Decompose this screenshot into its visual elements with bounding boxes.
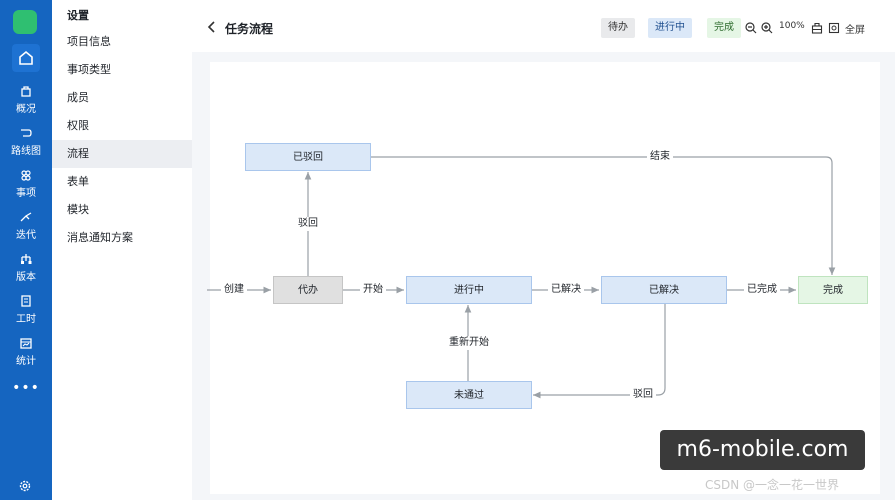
rail-item-roadmap[interactable]: 路线图 [0,126,52,157]
stats-icon [20,338,32,349]
app-rail: 概况 路线图 事项 迭代 版本 工时 统计 ••• [0,0,52,500]
sidebar-item-modules[interactable]: 模块 [67,203,89,216]
rail-item-label: 事项 [16,188,36,199]
edge-label-start: 开始 [360,283,386,297]
edge-label-create: 创建 [221,283,247,297]
layout-icon[interactable] [811,22,823,34]
timesheet-icon [21,295,31,307]
node-rejected[interactable]: 已驳回 [245,143,371,171]
sidebar-title: 设置 [67,9,89,22]
app-logo[interactable] [13,10,37,34]
edge-reject-down [533,304,666,399]
edge-label-end: 结束 [647,150,673,164]
more-menu-button[interactable]: ••• [12,380,40,396]
edge-label-reject-up: 驳回 [295,217,321,231]
node-resolved[interactable]: 已解决 [601,276,727,304]
watermark-csdn: CSDN @一念一花一世界 [705,478,840,492]
issue-icon [21,170,31,181]
zoom-in-icon[interactable] [761,22,773,34]
home-icon [19,50,33,65]
sidebar-item-workflow[interactable]: 流程 [52,140,192,168]
sidebar-item-forms[interactable]: 表单 [67,175,89,188]
sidebar-item-members[interactable]: 成员 [67,91,89,104]
edge-label-reject-down: 驳回 [630,388,656,402]
rail-item-overview[interactable]: 概况 [0,84,52,115]
sidebar-item-permissions[interactable]: 权限 [67,119,89,132]
page-title: 任务流程 [225,22,274,36]
legend-todo: 待办 [601,18,635,38]
fullscreen-button[interactable]: 全屏 [845,25,865,36]
legend-done: 完成 [707,18,741,38]
fullscreen-icon[interactable] [828,22,840,34]
rail-item-stats[interactable]: 统计 [0,336,52,367]
rail-item-version[interactable]: 版本 [0,252,52,283]
rail-item-label: 工时 [16,314,36,325]
edge-label-resolve: 已解决 [548,283,584,297]
sprint-icon [20,212,32,222]
rail-item-label: 迭代 [16,230,36,241]
dashboard-icon [21,86,31,97]
node-failed[interactable]: 未通过 [406,381,532,409]
version-icon [21,254,32,264]
zoom-out-icon[interactable] [745,22,757,34]
watermark-banner: m6-mobile.com [660,430,865,470]
roadmap-icon [21,129,32,137]
sidebar-item-issue-types[interactable]: 事项类型 [67,63,111,76]
rail-item-label: 概况 [16,104,36,115]
edge-label-complete: 已完成 [744,283,780,297]
rail-item-label: 统计 [16,356,36,367]
zoom-level: 100% [779,21,805,31]
edge-label-restart: 重新开始 [446,336,492,350]
rail-item-label: 版本 [16,272,36,283]
rail-item-timesheet[interactable]: 工时 [0,294,52,325]
rail-item-label: 路线图 [11,146,41,157]
sidebar-item-project-info[interactable]: 项目信息 [67,35,111,48]
node-done[interactable]: 完成 [798,276,868,304]
settings-sidebar: 设置 项目信息 事项类型 成员 权限 流程 表单 模块 消息通知方案 [52,0,192,500]
page-header [192,0,895,52]
node-in-progress[interactable]: 进行中 [406,276,532,304]
edge-end [371,156,836,275]
back-arrow-icon[interactable] [206,20,218,34]
gear-icon[interactable] [18,479,32,493]
node-todo[interactable]: 代办 [273,276,343,304]
sidebar-item-notifications[interactable]: 消息通知方案 [67,231,133,244]
rail-item-issues[interactable]: 事项 [0,168,52,199]
legend-in-progress: 进行中 [648,18,692,38]
home-button[interactable] [12,44,40,72]
rail-item-sprint[interactable]: 迭代 [0,210,52,241]
